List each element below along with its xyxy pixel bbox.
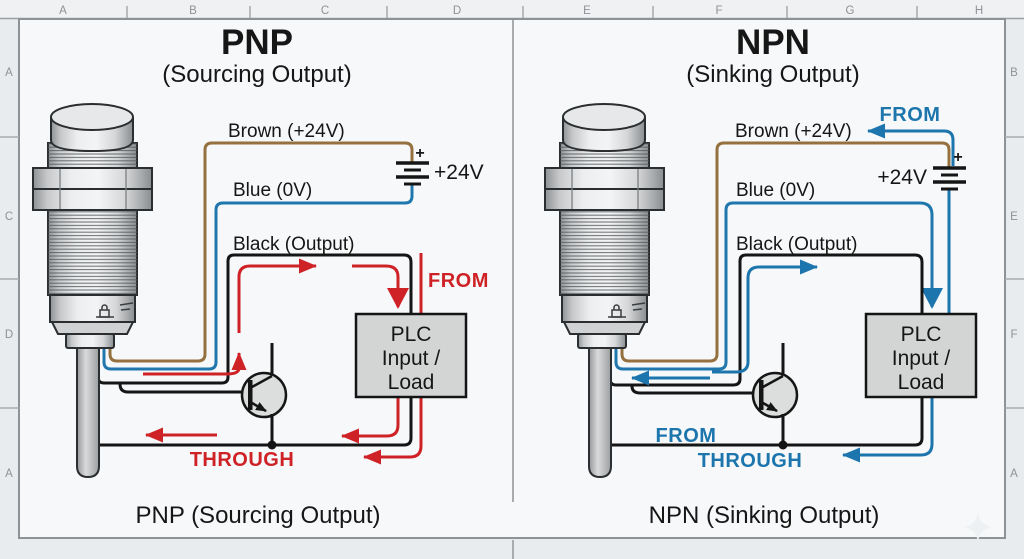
- pnp-flow-return-inner-arrow: [341, 398, 400, 444]
- npn-plc-line3: Load: [898, 371, 945, 394]
- npn-title: NPN: [736, 23, 810, 62]
- npn-brown-label: Brown (+24V): [735, 121, 852, 142]
- ruler-letter-top-g: G: [846, 5, 855, 17]
- pnp-blue-label: Blue (0V): [233, 180, 312, 201]
- ruler-letter-top-d: D: [453, 5, 461, 17]
- pnp-through-label: THROUGH: [190, 449, 295, 471]
- pnp-from-label: FROM: [428, 270, 489, 292]
- ruler-letter-top-e: E: [583, 5, 591, 17]
- ruler-letter-right-3: F: [1010, 329, 1017, 341]
- pnp-plc-line3: Load: [388, 371, 435, 394]
- ruler-ticks-left: [0, 136, 19, 409]
- npn-panel: NPN (Sinking Output) + +24V PLC: [544, 23, 978, 529]
- npn-plc-line1: PLC: [901, 323, 942, 346]
- npn-black-label: Black (Output): [736, 234, 857, 255]
- ruler-letter-top-f: F: [715, 5, 722, 17]
- ruler-letter-left-4: A: [5, 468, 13, 480]
- pnp-title: PNP: [221, 23, 293, 62]
- ruler-letter-top-a: A: [59, 5, 67, 17]
- ruler-letter-top-h: H: [975, 5, 983, 17]
- pnp-current-flow: [143, 253, 423, 465]
- npn-subtitle: (Sinking Output): [686, 61, 859, 88]
- pnp-battery-label: +24V: [434, 161, 484, 184]
- ruler-band-top: [0, 0, 1024, 19]
- pnp-junction-dot: [267, 440, 277, 450]
- ruler-letter-left-3: D: [5, 329, 13, 341]
- npn-blue-wire: [614, 201, 943, 371]
- ruler-letter-left-1: A: [5, 67, 13, 79]
- npn-flow-right-arrow: [712, 259, 818, 374]
- pnp-brown-wire: [108, 141, 414, 363]
- pnp-brown-label: Brown (+24V): [228, 121, 345, 142]
- pnp-flow-into-plc-arrow: [352, 264, 409, 309]
- npn-current-flow: [631, 123, 955, 463]
- pnp-flow-up-arrow: [143, 352, 247, 376]
- npn-from-top-arrow: [867, 123, 955, 166]
- ruler-letter-right-4: A: [1010, 468, 1018, 480]
- ruler-letter-top-c: C: [321, 5, 329, 17]
- pnp-panel: PNP (Sourcing Output) + +24V: [32, 23, 489, 529]
- ruler-letter-top-b: B: [189, 5, 197, 17]
- ruler-letter-right-2: E: [1010, 211, 1018, 223]
- npn-from-top-label: FROM: [880, 104, 941, 126]
- pnp-battery-plus: +: [415, 145, 424, 162]
- npn-blue-label: Blue (0V): [736, 180, 815, 201]
- npn-caption: NPN (Sinking Output): [649, 502, 880, 529]
- pnp-battery: + +24V: [396, 145, 484, 186]
- watermark-icon: [963, 512, 993, 542]
- npn-flow-return-arrow: [842, 397, 934, 463]
- pnp-black-label: Black (Output): [233, 234, 354, 255]
- npn-battery: + +24V: [877, 149, 966, 191]
- pnp-plc-line1: PLC: [391, 323, 432, 346]
- pnp-plc-box: PLC Input / Load: [354, 312, 468, 399]
- npn-plc-line2: Input /: [892, 347, 951, 370]
- npn-brown-wire: [620, 141, 951, 363]
- ruler-ticks-top: [126, 6, 918, 18]
- pnp-plc-line2: Input /: [382, 347, 441, 370]
- npn-plc-box: PLC Input / Load: [864, 312, 978, 399]
- ruler-letter-left-2: C: [5, 211, 13, 223]
- npn-through-label: THROUGH: [698, 450, 803, 472]
- pnp-flow-right-arrow: [237, 258, 317, 333]
- npn-battery-plus: +: [953, 149, 962, 166]
- npn-black-wire: [608, 253, 924, 387]
- pnp-subtitle: (Sourcing Output): [162, 61, 351, 88]
- ruler-letter-right-1: B: [1010, 67, 1018, 79]
- ruler-ticks-right: [1005, 136, 1024, 409]
- npn-base-lead: [630, 385, 760, 395]
- pnp-blue-wire: [102, 184, 414, 371]
- npn-junction-dot: [778, 440, 788, 450]
- pnp-flow-return-outer-arrow: [363, 398, 423, 465]
- pnp-black-wire: [96, 253, 413, 385]
- npn-battery-label: +24V: [877, 166, 927, 189]
- npn-from-label: FROM: [656, 425, 717, 447]
- pnp-caption: PNP (Sourcing Output): [135, 502, 380, 529]
- pnp-base-lead: [118, 383, 249, 394]
